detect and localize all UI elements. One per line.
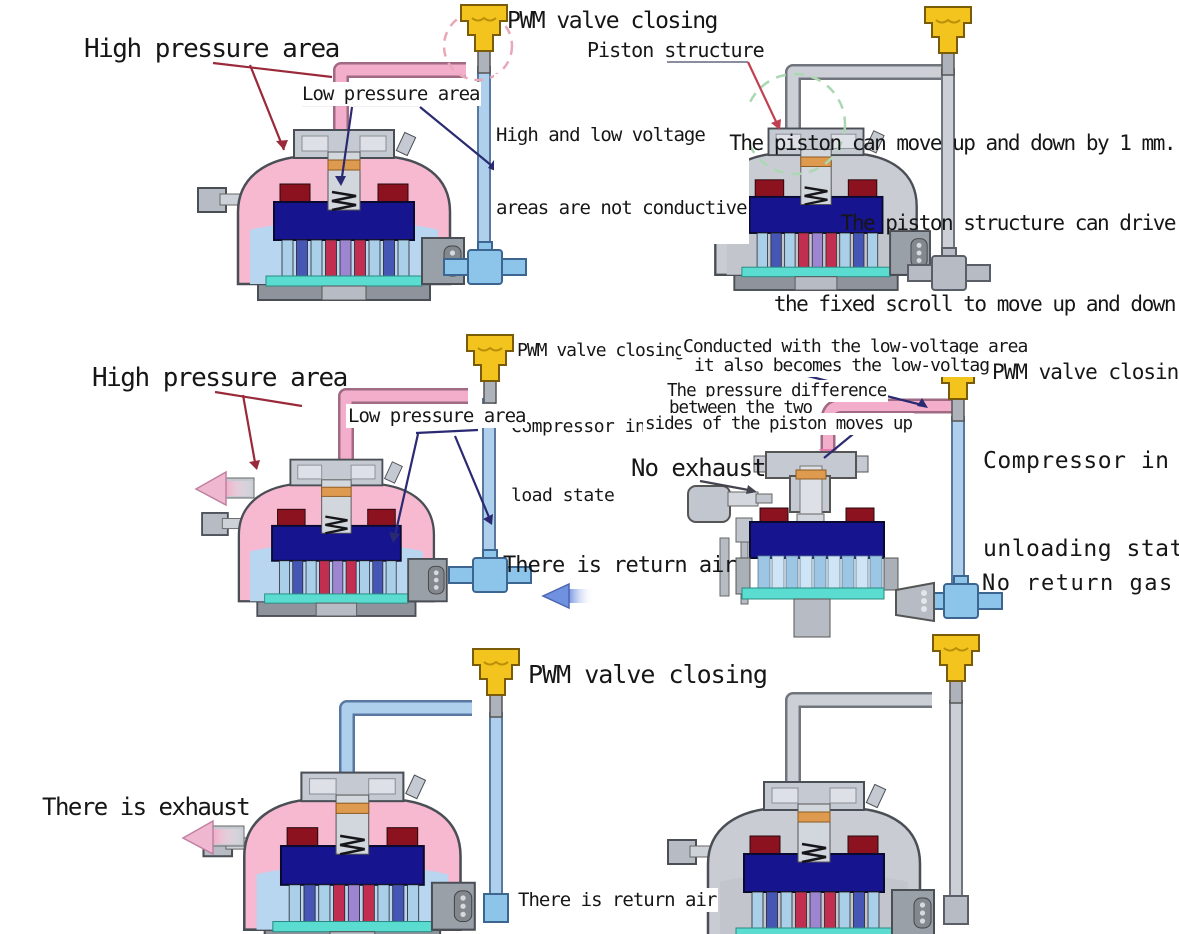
label-piston-note-line3: the fixed scroll to move up and down <box>773 292 1177 316</box>
piston-structure-leader-line <box>667 61 781 130</box>
label-piston-note: The piston can move up and down by 1 mm.… <box>729 76 1177 345</box>
label-pwm-valve-closing-mid-left: PWM valve closing <box>515 339 687 363</box>
return-air-arrow <box>541 582 594 610</box>
label-compressor-unloading-state: Compressor in unloading state <box>983 388 1179 594</box>
panel-bottom-left <box>181 648 520 934</box>
label-compressor-unloading-line2: unloading state <box>983 536 1179 563</box>
pwm-valve-middle-left <box>466 334 514 404</box>
label-compressor-load-line2: load state <box>511 485 615 507</box>
exhaust-arrow <box>194 470 256 507</box>
label-pwm-valve-closing-mid-right: PWM valve closing <box>990 359 1179 386</box>
high-pressure-leader-lines <box>214 390 303 470</box>
label-low-pressure-area-mid: Low pressure area <box>346 404 528 429</box>
label-piston-note-line2: The piston structure can drive <box>840 211 1177 236</box>
label-pwm-valve-closing-bottom: PWM valve closing <box>528 660 768 689</box>
label-piston-structure: Piston structure <box>587 38 765 62</box>
exploded-compressor <box>687 451 935 638</box>
label-there-is-return-air-bottom: There is return air <box>516 888 719 913</box>
panel-top-right <box>667 6 991 292</box>
discharge-pipe-pink <box>333 62 466 158</box>
compressor-top-left <box>196 128 466 302</box>
label-pwm-valve-closing-top: PWM valve closing <box>507 8 718 34</box>
valve-highlight-circle <box>442 10 514 82</box>
label-conducted-line1: Conducted with the low-voltage area <box>681 335 1030 359</box>
suction-pipe-blue <box>483 712 509 923</box>
label-compressor-unloading-line1: Compressor in <box>983 447 1170 474</box>
label-high-pressure-area-mid: High pressure area <box>92 363 348 393</box>
pwm-valve-top-left <box>460 4 508 74</box>
bypass-pipe-grey <box>785 692 932 812</box>
high-pressure-leader-lines <box>212 61 333 151</box>
pwm-valve-bottom-left <box>472 648 520 718</box>
panel-bottom-right <box>666 634 980 934</box>
low-pressure-leader-lines <box>389 428 493 543</box>
label-piston-note-line1: The piston can move up and down by 1 mm. <box>729 130 1176 155</box>
label-no-return-gas: No return gas <box>982 571 1174 596</box>
label-compressor-load-state: Compressor in load state <box>509 369 648 531</box>
bypass-pipe-blue <box>339 700 472 800</box>
suction-pipe-grey <box>943 700 969 925</box>
label-there-is-exhaust: There is exhaust <box>42 793 251 821</box>
label-there-is-return-air-mid: There is return air <box>503 553 737 578</box>
label-high-pressure-area-top: High pressure area <box>84 34 340 64</box>
piston-highlight-circle <box>743 72 847 176</box>
label-not-conductive-line2: areas are not conductive <box>496 196 748 219</box>
label-not-conductive-line1: High and low voltage <box>496 123 706 146</box>
label-low-pressure-area-top: Low pressure area <box>300 82 482 107</box>
exhaust-arrow <box>181 819 246 856</box>
pwm-valve-bottom-right <box>932 634 980 704</box>
label-pressure-diff-line3: sides of the piston moves up <box>643 413 915 436</box>
panel-top-left <box>196 4 527 302</box>
label-not-conductive: High and low voltage areas are not condu… <box>494 74 749 245</box>
label-pressure-diff-line1: The pressure difference <box>665 380 889 403</box>
label-no-exhaust: No exhaust <box>631 454 766 482</box>
label-compressor-load-line1: Compressor in <box>511 416 646 438</box>
